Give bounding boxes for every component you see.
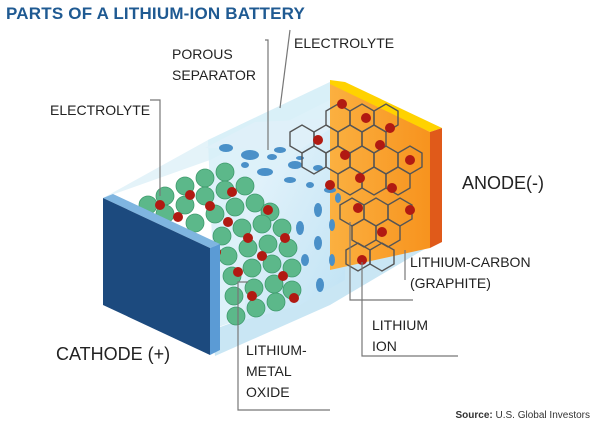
graphite-lattice: [289, 103, 423, 272]
source-prefix: Source:: [455, 410, 493, 421]
cathode-side-face: [210, 244, 220, 355]
lithium-ion-label-line1: LITHIUM: [372, 317, 428, 333]
lithium-ion-label: LITHIUM ION: [372, 315, 428, 357]
anode-top-face: [330, 80, 442, 132]
separator-pores: [219, 144, 341, 292]
lithium-carbon-label-line2: (GRAPHITE): [410, 275, 491, 291]
anode-lithium-ions: [313, 99, 415, 265]
porous-separator-label-line2: SEPARATOR: [172, 67, 257, 83]
cathode-label: CATHODE (+): [56, 344, 171, 364]
cathode-top-face: [103, 194, 220, 248]
lithium-metal-oxide-label-line2: METAL: [246, 363, 292, 379]
anode-side-face: [430, 128, 442, 248]
lithium-metal-oxide-label: LITHIUM- METAL OXIDE: [246, 340, 307, 403]
page-title: PARTS OF A LITHIUM-ION BATTERY: [6, 4, 306, 23]
lithium-ion-label-line2: ION: [372, 338, 397, 354]
leader-lines: [150, 29, 458, 411]
electrolyte-top-label: ELECTROLYTE: [294, 35, 395, 51]
lithium-metal-oxide-label-line3: OXIDE: [246, 384, 290, 400]
lithium-carbon-label-line1: LITHIUM-CARBON: [410, 254, 531, 270]
lithium-metal-oxide-label-line1: LITHIUM-: [246, 342, 307, 358]
porous-separator-label-line1: POROUS: [172, 46, 233, 62]
source-credit: Source: U.S. Global Investors: [456, 410, 591, 421]
electrolyte-left-label: ELECTROLYTE: [50, 102, 151, 118]
cathode-lithium-ions: [155, 187, 299, 303]
separator-top: [205, 118, 345, 150]
porous-separator-label: POROUS SEPARATOR: [172, 44, 256, 86]
anode-label: ANODE(-): [462, 173, 544, 193]
electrolyte-bottom-face: [212, 240, 440, 356]
source-text: U.S. Global Investors: [495, 410, 590, 421]
cathode-front-face: [103, 198, 210, 355]
lithium-carbon-label: LITHIUM-CARBON (GRAPHITE): [410, 252, 531, 294]
cathode-particles: [138, 162, 302, 326]
